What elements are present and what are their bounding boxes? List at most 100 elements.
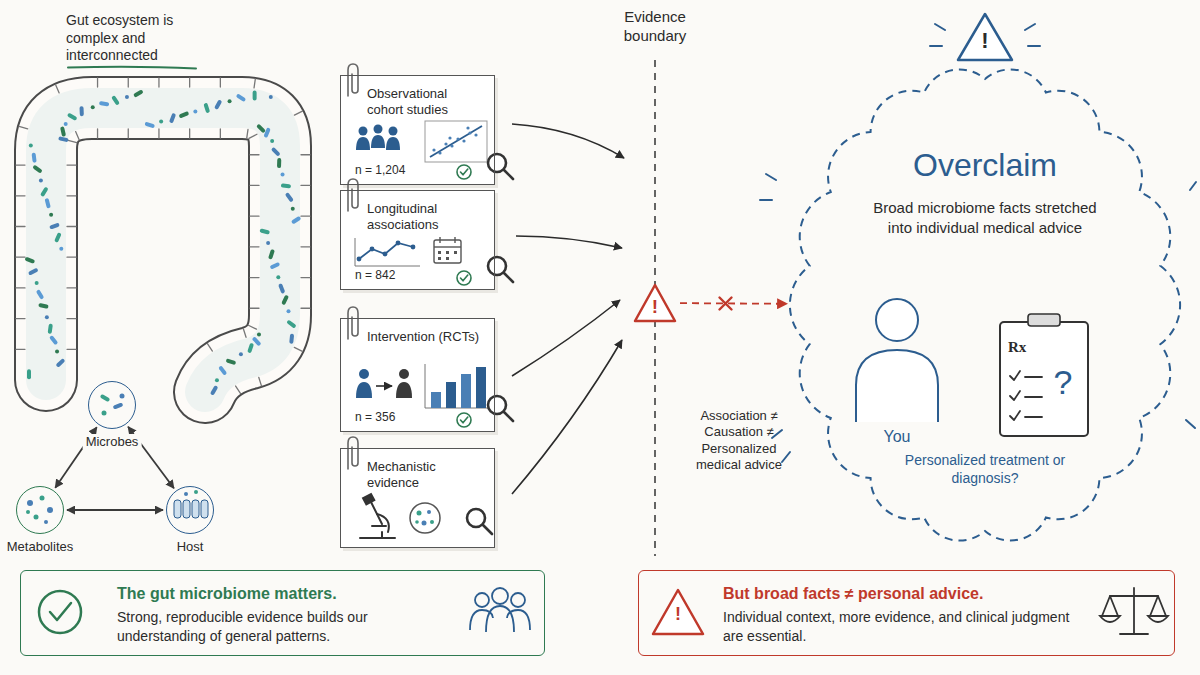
- colon-folds: [250, 277, 259, 278]
- group-icon: [470, 588, 530, 632]
- colon-folds: [128, 78, 129, 87]
- scatter-chart: [456, 137, 459, 140]
- clipboard-icon: [1028, 314, 1060, 326]
- check-marks: [457, 165, 471, 427]
- bacteria: [32, 164, 42, 173]
- scatter-chart: [448, 136, 451, 139]
- colon-folds: [19, 126, 28, 128]
- alert-rays: [930, 45, 942, 47]
- scatter-chart: [468, 131, 471, 134]
- bacteria: [179, 111, 190, 118]
- warning-icon: [958, 14, 1012, 60]
- card-fills: [340, 75, 495, 185]
- card-fills: [340, 318, 495, 432]
- colon-folds: [189, 129, 190, 138]
- bacteria: [239, 352, 243, 356]
- line-chart: [359, 243, 413, 259]
- bacteria: [99, 101, 110, 107]
- colon-folds: [249, 134, 257, 138]
- colon-folds: [301, 216, 310, 217]
- warning-icon: [958, 14, 1012, 60]
- check-marks: [457, 165, 471, 179]
- bacteria: [276, 275, 280, 279]
- calendar-icon: [454, 251, 457, 254]
- colon-folds: [294, 347, 302, 351]
- node-title: Mechanistic evidence: [367, 459, 479, 492]
- colon-folds: [16, 349, 25, 350]
- bacteria: [271, 147, 281, 157]
- warning-triangle: !: [633, 283, 677, 323]
- group-icon: [507, 610, 530, 630]
- bacteria: [54, 232, 62, 243]
- line-chart: [383, 252, 388, 257]
- clipboard-icon: [1025, 416, 1042, 418]
- microbe-dots: [44, 520, 48, 524]
- bacteria: [24, 257, 35, 264]
- colon-folds: [301, 308, 310, 309]
- scatter-chart: [425, 121, 487, 162]
- colon-folds: [16, 257, 25, 258]
- calendar-icon: [434, 237, 461, 263]
- person-icon: [876, 299, 918, 341]
- warning-mark: !: [669, 604, 687, 626]
- alert-rays: [782, 452, 790, 462]
- colon-folds: [250, 308, 259, 309]
- colon-folds: [236, 386, 241, 393]
- people-icon: [386, 137, 400, 150]
- bacteria: [39, 178, 43, 182]
- bacteria: [247, 343, 254, 354]
- microscope-icon: [363, 494, 374, 504]
- bacteria: [228, 99, 232, 103]
- caution-box: But broad facts ≠ personal advice.Indivi…: [638, 570, 1175, 656]
- bacteria: [270, 262, 281, 270]
- colon-folds: [16, 226, 25, 227]
- bacteria: [64, 122, 68, 126]
- bacteria: [281, 183, 291, 188]
- colon-folds: [301, 185, 310, 186]
- microscope-icon: [360, 537, 395, 539]
- alert-rays: [1025, 24, 1035, 30]
- bacteria: [215, 378, 219, 382]
- node-title: Host: [174, 539, 207, 554]
- colon-folds: [67, 349, 76, 350]
- line-chart: [411, 245, 416, 250]
- colon-folds: [294, 111, 302, 115]
- bar-chart: [431, 392, 441, 408]
- cloud-outline: [790, 69, 1180, 540]
- node-body: Strong, reproducible evidence builds our…: [117, 608, 456, 646]
- alert-rays: [1190, 182, 1196, 190]
- line-chart: [396, 241, 401, 246]
- alert-rays: [760, 24, 1196, 462]
- blocked-mark: [720, 297, 732, 309]
- bacteria: [32, 152, 37, 162]
- connector-arrow: [67, 509, 163, 511]
- colon-folds: [301, 277, 310, 278]
- scales-icon: [1148, 596, 1168, 622]
- alert-rays: [1028, 45, 1040, 47]
- bacteria: [59, 247, 63, 251]
- bacteria: [269, 95, 273, 99]
- node-title: The gut microbiome matters.: [117, 584, 456, 605]
- bacteria: [210, 385, 219, 396]
- colon-folds: [128, 129, 129, 138]
- petri-dish: [410, 503, 440, 533]
- magnifiers: [483, 525, 492, 534]
- node-title: Longitudinal associations: [367, 201, 479, 234]
- bacteria: [44, 198, 50, 209]
- bacteria: [286, 319, 296, 328]
- colon-folds: [76, 132, 80, 140]
- line-chart: [370, 247, 375, 252]
- line-chart: [357, 241, 416, 262]
- microscope-icon: [377, 514, 389, 532]
- evidence-card: Observational cohort studiesn = 1,204: [340, 75, 495, 185]
- scatter-chart: [425, 121, 487, 162]
- bacteria: [133, 89, 144, 97]
- bacteria: [48, 323, 53, 333]
- group-icon: [511, 593, 525, 607]
- colon-illustration: [46, 108, 280, 392]
- bacteria: [144, 122, 155, 129]
- paperclips: [348, 307, 358, 339]
- evidence-arrows: [516, 236, 622, 248]
